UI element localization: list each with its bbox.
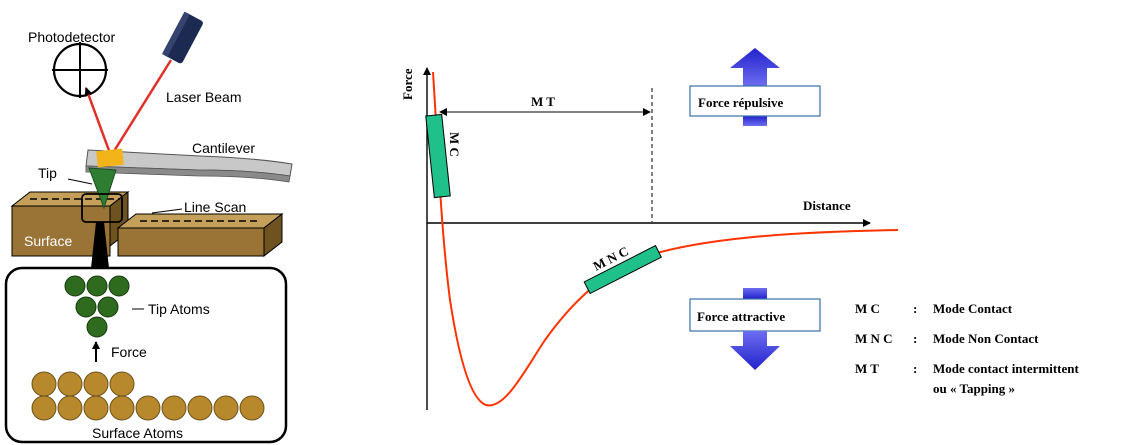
mode-legend: M C : Mode Contact M N C : Mode Non Cont… (855, 301, 1080, 396)
tip-atoms (64, 275, 130, 338)
photodetector-label: Photodetector (28, 29, 116, 45)
tip-atoms-label: Tip Atoms (148, 301, 210, 317)
cantilever (85, 148, 293, 183)
y-axis-label: Force (400, 68, 415, 100)
laser-beam-incident (109, 59, 173, 157)
cantilever-label: Cantilever (192, 140, 255, 156)
legend-abbr: M T (855, 361, 879, 376)
tip-label: Tip (38, 165, 57, 181)
photodetector-icon (52, 42, 108, 98)
mnc-bar (583, 244, 663, 295)
surface-atoms-label: Surface Atoms (92, 425, 183, 441)
surface-label: Surface (24, 233, 72, 249)
force-label: Force (111, 344, 147, 360)
mc-label: M C (447, 132, 462, 157)
legend-item: M N C : Mode Non Contact (855, 331, 1039, 346)
repulsive-box (689, 85, 821, 117)
legend-sep: : (913, 301, 917, 316)
afm-schematic: Photodetector Laser Beam Surface Line Sc… (4, 11, 293, 444)
laser-beam-reflected (84, 87, 113, 157)
tip-icon (88, 167, 117, 210)
line-scan-label: Line Scan (184, 199, 246, 215)
repulsive-arrow-icon (730, 48, 780, 86)
legend-sep: : (913, 331, 917, 346)
surface-atoms (31, 371, 265, 421)
legend-desc: Mode contact intermittent (933, 361, 1080, 376)
x-axis-label: Distance (803, 198, 851, 213)
force-distance-plot: Force Distance M T M C M N C Force répul… (400, 48, 899, 410)
mt-label: M T (531, 94, 555, 109)
legend-item: M T : Mode contact intermittent ou « Tap… (855, 361, 1080, 396)
legend-abbr: M N C (855, 331, 893, 346)
attractive-label: Force attractive (697, 309, 785, 324)
legend-sep: : (913, 361, 917, 376)
legend-desc: Mode Contact (933, 301, 1013, 316)
attractive-arrow-icon (730, 331, 780, 370)
legend-desc: Mode Non Contact (933, 331, 1039, 346)
laser-source-icon (162, 11, 203, 64)
force-curve (432, 71, 899, 407)
legend-abbr: M C (855, 301, 880, 316)
legend-desc-continued: ou « Tapping » (933, 381, 1015, 396)
repulsive-label: Force répulsive (698, 95, 784, 110)
laser-beam-label: Laser Beam (166, 89, 241, 105)
mc-bar (425, 113, 451, 199)
legend-item: M C : Mode Contact (855, 301, 1013, 316)
